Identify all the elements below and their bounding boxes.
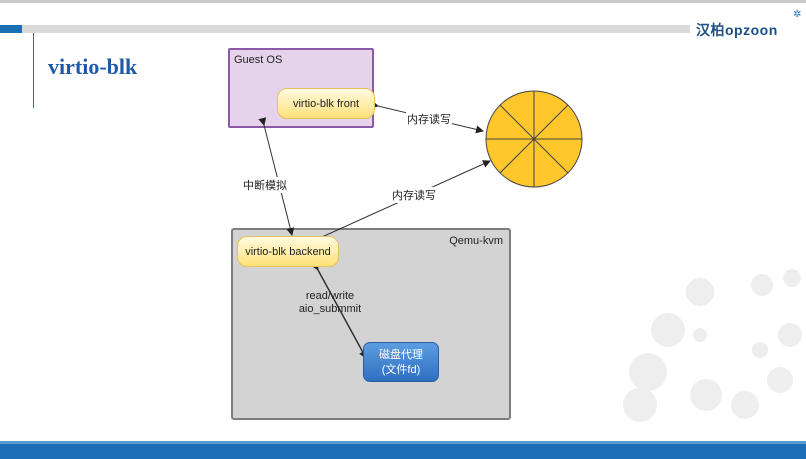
virtio-blk-backend-node: virtio-blk backend: [237, 236, 339, 267]
disk-proxy-node: 磁盘代理 (文件fd): [363, 342, 439, 382]
rw-label: read/write aio_submmit: [290, 290, 370, 316]
footer-bar: [0, 444, 806, 459]
top-border: [0, 0, 806, 3]
disk-icon: [485, 90, 583, 188]
rw-label-line2: aio_submmit: [298, 303, 362, 315]
interrupt-label: 中断模拟: [242, 177, 288, 193]
rw-label-line1: read/write: [305, 290, 355, 302]
mem-rw-label-1: 内存读写: [406, 111, 452, 127]
footer-accent: [0, 441, 806, 444]
guest-os-label: Guest OS: [234, 54, 283, 66]
disk-proxy-sublabel: (文件fd): [381, 364, 421, 376]
virtio-blk-front-node: virtio-blk front: [277, 88, 375, 119]
slide-title: virtio-blk: [48, 54, 138, 79]
header-accent: [0, 25, 22, 33]
title-accent-line: [33, 33, 34, 108]
brand-star-icon: ✲: [793, 9, 802, 20]
brand-logo: 汉柏opzoon: [696, 22, 778, 38]
disk-proxy-label: 磁盘代理: [379, 349, 423, 361]
rw-link: [311, 261, 367, 359]
mem-rw-label-2: 内存读写: [391, 187, 437, 203]
header-bar: [0, 25, 690, 33]
